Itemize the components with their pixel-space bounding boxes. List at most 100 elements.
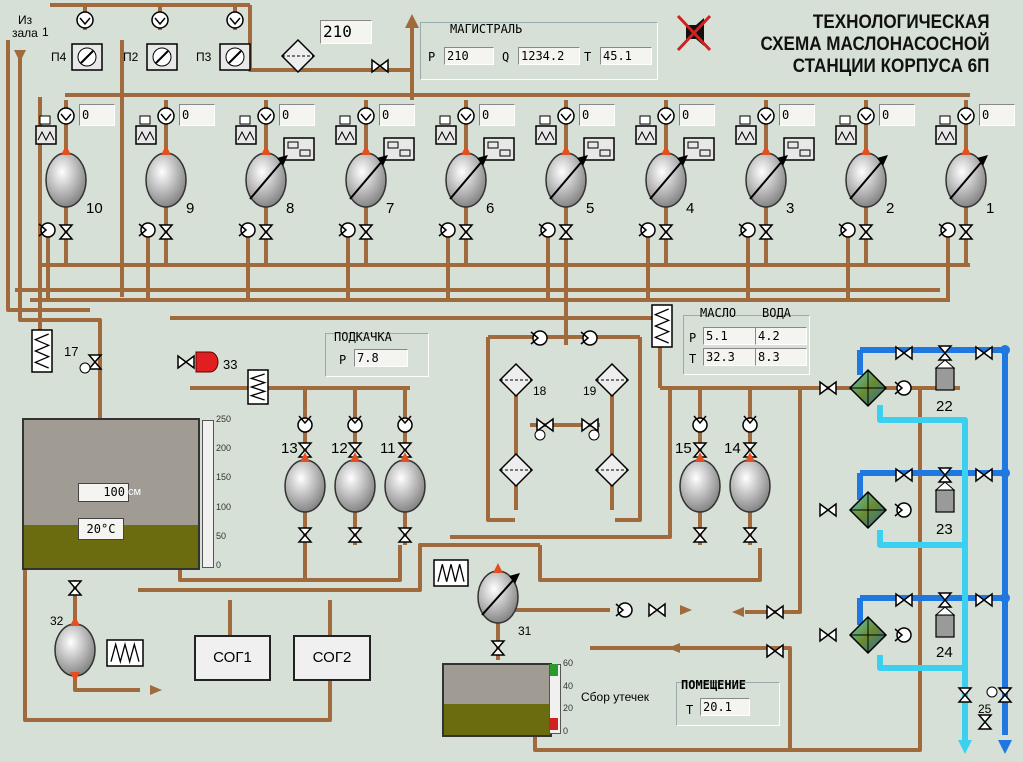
pump-5-inlet-valve[interactable] <box>558 224 574 240</box>
pump-6-valve-actuator[interactable] <box>483 137 515 161</box>
valve-body[interactable] <box>819 380 837 396</box>
valve-body[interactable] <box>975 592 993 608</box>
valve-body[interactable] <box>937 592 953 608</box>
water-drive-23[interactable] <box>934 481 956 513</box>
valve-body[interactable] <box>958 224 974 240</box>
valve-body[interactable] <box>297 442 313 458</box>
pump-7-gauge[interactable] <box>357 107 375 125</box>
valve-body[interactable] <box>490 640 506 656</box>
valve-hx-24-water-out[interactable] <box>975 592 993 608</box>
pump-3-inlet-valve[interactable] <box>758 224 774 240</box>
check-valve-body[interactable] <box>896 502 912 518</box>
pump-9[interactable] <box>145 145 187 208</box>
pump-5-relay[interactable] <box>535 125 557 145</box>
valve-body[interactable] <box>258 224 274 240</box>
check-valve-13[interactable] <box>297 415 313 433</box>
pump-10-gauge[interactable] <box>57 107 75 125</box>
valve-body[interactable] <box>975 345 993 361</box>
filter-19[interactable] <box>594 362 630 398</box>
check-valve-19[interactable] <box>580 330 598 346</box>
relay-body[interactable] <box>635 125 657 145</box>
gauge-face[interactable] <box>557 107 575 125</box>
pump-1-gauge[interactable] <box>957 107 975 125</box>
pump-7-relay[interactable] <box>335 125 357 145</box>
valve-body[interactable] <box>975 467 993 483</box>
valve-hx-23-water-out[interactable] <box>975 467 993 483</box>
valve-body[interactable] <box>895 345 913 361</box>
pump-8[interactable] <box>245 145 288 208</box>
check-valve-body[interactable] <box>742 417 758 433</box>
pump-32[interactable] <box>54 616 96 677</box>
actuator-body[interactable] <box>783 137 815 161</box>
heater-body[interactable] <box>433 559 469 587</box>
pump-3-valve-actuator[interactable] <box>783 137 815 161</box>
check-valve-12[interactable] <box>347 415 363 433</box>
pressure-transducer[interactable] <box>71 43 103 71</box>
actuator-body[interactable] <box>483 137 515 161</box>
pump-4[interactable] <box>645 145 688 208</box>
drive-body[interactable] <box>935 489 955 513</box>
heater-31[interactable] <box>433 559 469 587</box>
water-drive-24[interactable] <box>934 606 956 638</box>
valve-body[interactable] <box>397 442 413 458</box>
pump-8-check-valve[interactable] <box>238 222 256 238</box>
valve-hx-24-oil[interactable] <box>819 627 837 643</box>
valve-14-out[interactable] <box>742 527 758 543</box>
valve-room-1[interactable] <box>766 604 784 620</box>
valve-12-out[interactable] <box>347 527 363 543</box>
check-valve-body[interactable] <box>740 222 756 238</box>
relay-body[interactable] <box>335 125 357 145</box>
pump-13[interactable] <box>284 452 326 513</box>
valve-body[interactable] <box>158 224 174 240</box>
relay-body[interactable] <box>735 125 757 145</box>
valve-body[interactable] <box>371 58 389 74</box>
valve-11-out[interactable] <box>397 527 413 543</box>
valve-13[interactable] <box>297 442 313 458</box>
valve-25a[interactable] <box>957 687 973 703</box>
pump-4-inlet-valve[interactable] <box>658 224 674 240</box>
valve-body[interactable] <box>67 580 83 596</box>
sog2-unit[interactable]: СОГ2 <box>293 635 371 681</box>
check-valve-body[interactable] <box>240 222 256 238</box>
valve-body[interactable] <box>957 687 973 703</box>
gauge-face[interactable] <box>151 11 169 29</box>
filter-18[interactable] <box>498 362 534 398</box>
relay-body[interactable] <box>535 125 557 145</box>
relay-body[interactable] <box>135 125 157 145</box>
check-valve-18[interactable] <box>530 330 548 346</box>
check-valve-body[interactable] <box>532 330 548 346</box>
pump-4-check-valve[interactable] <box>638 222 656 238</box>
valve-body[interactable] <box>742 527 758 543</box>
valve-31[interactable] <box>490 640 506 656</box>
valve-body[interactable] <box>58 224 74 240</box>
valve-body[interactable] <box>937 467 953 483</box>
actuator-body[interactable] <box>283 137 315 161</box>
check-valve-body[interactable] <box>140 222 156 238</box>
pump-5[interactable] <box>545 145 588 208</box>
pump-4-valve-actuator[interactable] <box>683 137 715 161</box>
valve-body[interactable] <box>766 604 784 620</box>
valve-31-out[interactable] <box>648 602 666 618</box>
valve-12[interactable] <box>347 442 363 458</box>
check-valve-body[interactable] <box>582 330 598 346</box>
valve-body[interactable] <box>758 224 774 240</box>
valve-body[interactable] <box>742 442 758 458</box>
check-valve-11[interactable] <box>397 415 413 433</box>
pump-9-relay[interactable] <box>135 125 157 145</box>
pump-body[interactable] <box>145 152 187 208</box>
valve-hx-22-oil[interactable] <box>819 380 837 396</box>
check-valve-body[interactable] <box>896 627 912 643</box>
pump-6-inlet-valve[interactable] <box>458 224 474 240</box>
relay-body[interactable] <box>235 125 257 145</box>
valve-19[interactable] <box>581 417 599 433</box>
check-valve-body[interactable] <box>440 222 456 238</box>
valve-body[interactable] <box>819 502 837 518</box>
drive-body[interactable] <box>935 367 955 391</box>
valve-14[interactable] <box>742 442 758 458</box>
pump-14[interactable] <box>729 452 771 513</box>
gauge-face[interactable] <box>757 107 775 125</box>
check-valve-body[interactable] <box>617 602 633 618</box>
actuator-body[interactable] <box>383 137 415 161</box>
pump-3-gauge[interactable] <box>757 107 775 125</box>
check-valve-14[interactable] <box>742 415 758 433</box>
